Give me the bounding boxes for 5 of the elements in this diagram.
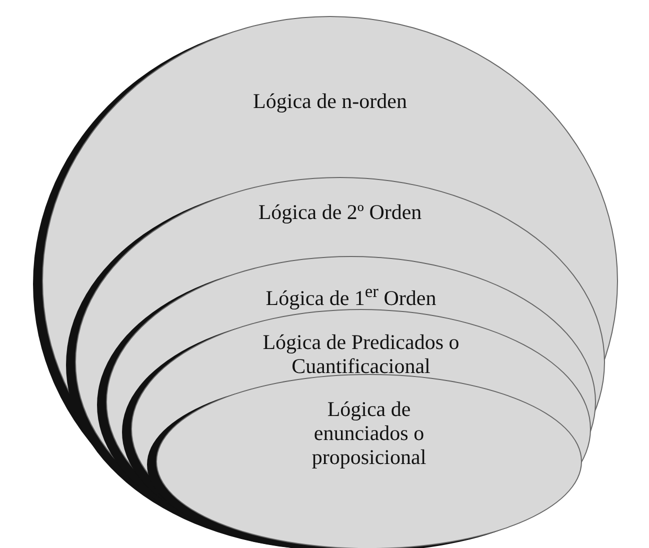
- ellipse-label: Lógica de 1$^{er}$ Orden: [264, 280, 438, 310]
- ellipse-label: Lógica de n-orden: [252, 89, 408, 113]
- ellipse-label: Lógica de Predicados o Cuantificacional: [262, 330, 460, 378]
- ellipse-label: Lógica de enunciados o proposicional: [310, 397, 428, 469]
- ellipse-label: Lógica de 2º Orden: [257, 200, 423, 224]
